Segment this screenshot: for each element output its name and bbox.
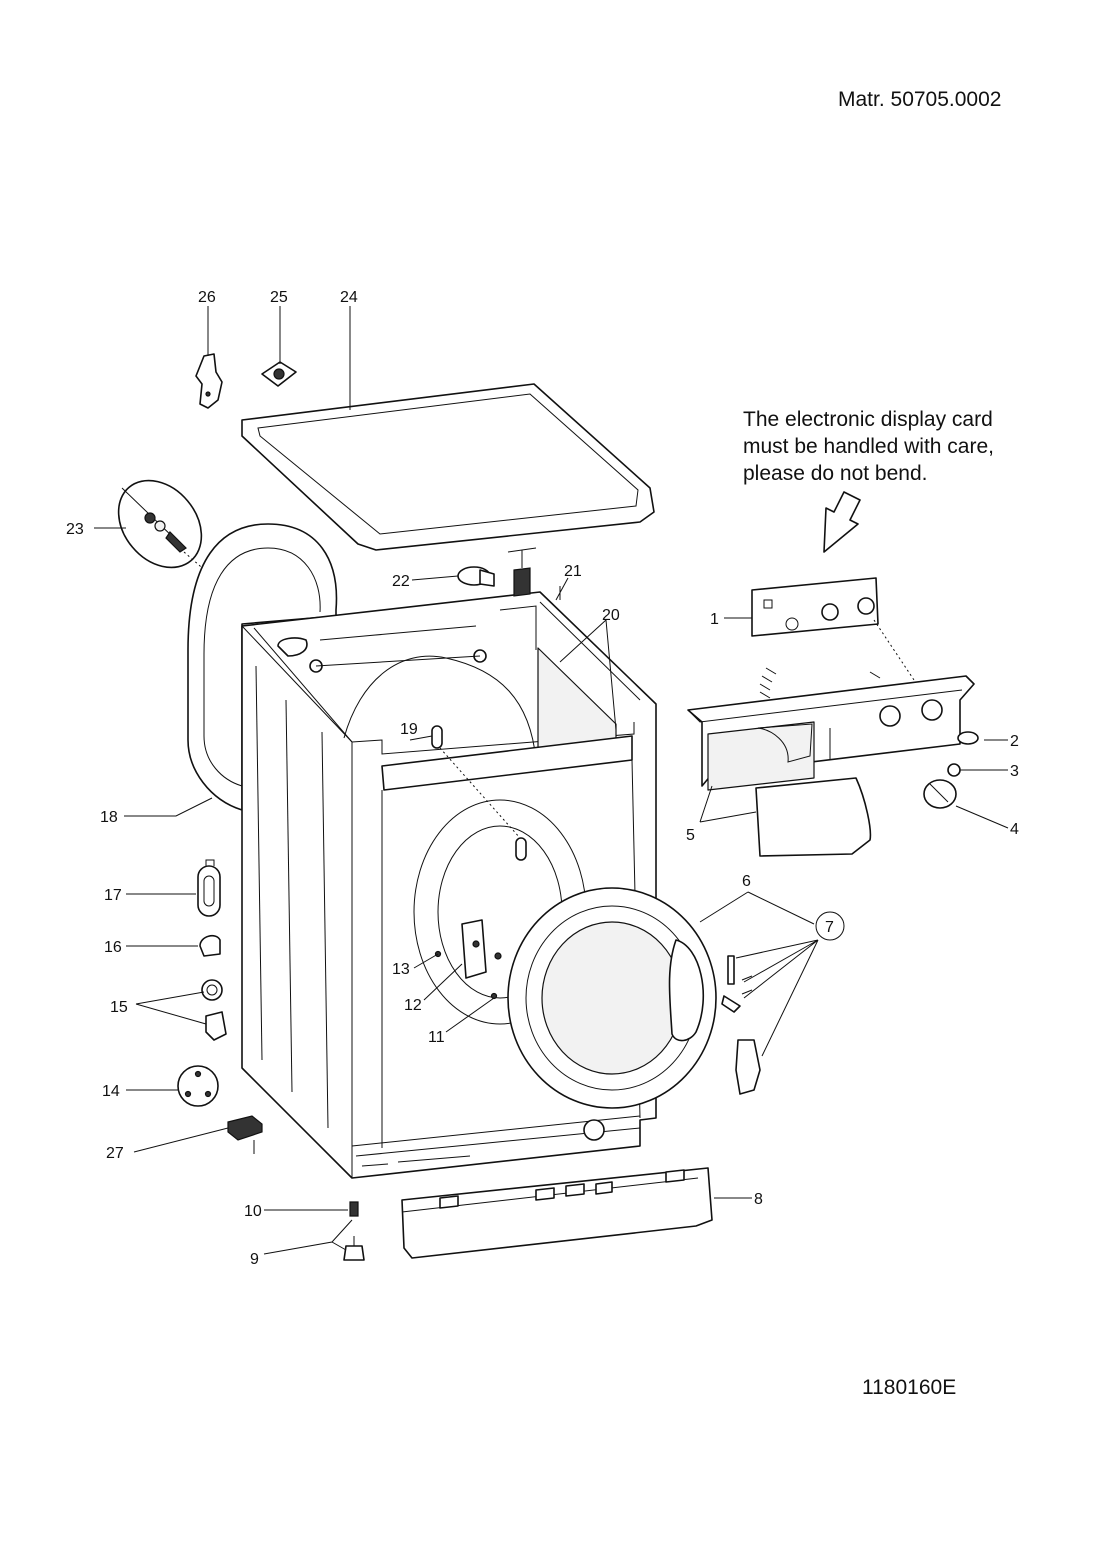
material-code: Matr. 50705.0002 [838, 88, 1002, 111]
plinth-part [401, 1167, 713, 1259]
side-parts [177, 859, 263, 1154]
callout-6: 6 [742, 873, 751, 890]
drawing-code: 1180160E [862, 1376, 957, 1399]
callout-22: 22 [392, 573, 410, 590]
handling-note-line-3: please do not bend. [743, 462, 928, 485]
leader-lines [94, 306, 1009, 1255]
callout-17: 17 [104, 887, 122, 904]
handling-note-line-2: must be handled with care, [743, 435, 994, 458]
callout-3: 3 [1010, 763, 1019, 780]
callout-10: 10 [244, 1203, 262, 1220]
callout-15: 15 [110, 999, 128, 1016]
detail-bubble-part [117, 479, 263, 621]
callout-23: 23 [66, 521, 84, 538]
callout-9: 9 [250, 1251, 259, 1268]
callout-19: 19 [400, 721, 418, 738]
callout-27: 27 [106, 1145, 124, 1162]
callout-16: 16 [104, 939, 122, 956]
callout-14: 14 [102, 1083, 120, 1100]
knob-part [923, 731, 979, 809]
callout-2: 2 [1010, 733, 1019, 750]
warning-arrow-icon [823, 491, 861, 553]
callout-21: 21 [564, 563, 582, 580]
control-panel-part [687, 667, 975, 791]
clamp-part [457, 566, 495, 587]
callout-8: 8 [754, 1191, 763, 1208]
electronic-card-part [751, 577, 919, 687]
handling-note: The electronic display card must be hand… [743, 406, 1043, 487]
callout-labels: 1 2 3 4 5 6 7 8 9 10 11 12 13 14 15 16 1… [66, 289, 1019, 1268]
door-part [507, 887, 717, 1109]
rear-panel-part [187, 523, 338, 811]
top-cover-part [241, 383, 655, 551]
hinge-pin-part [721, 955, 761, 1095]
callout-5: 5 [686, 827, 695, 844]
lid-hinge-part [261, 361, 297, 387]
callout-4: 4 [1010, 821, 1019, 838]
callout-1: 1 [710, 611, 719, 628]
callout-26: 26 [198, 289, 216, 306]
callout-18: 18 [100, 809, 118, 826]
foot-part [343, 1201, 365, 1261]
callout-7: 7 [825, 919, 834, 936]
handling-note-line-1: The electronic display card [743, 408, 993, 431]
callout-24: 24 [340, 289, 358, 306]
callout-11: 11 [428, 1029, 445, 1046]
detergent-drawer-part [755, 777, 872, 857]
callout-25: 25 [270, 289, 288, 306]
callout-12: 12 [404, 997, 422, 1014]
callout-20: 20 [602, 607, 620, 624]
callout-13: 13 [392, 961, 410, 978]
lid-hook-part [195, 353, 223, 409]
